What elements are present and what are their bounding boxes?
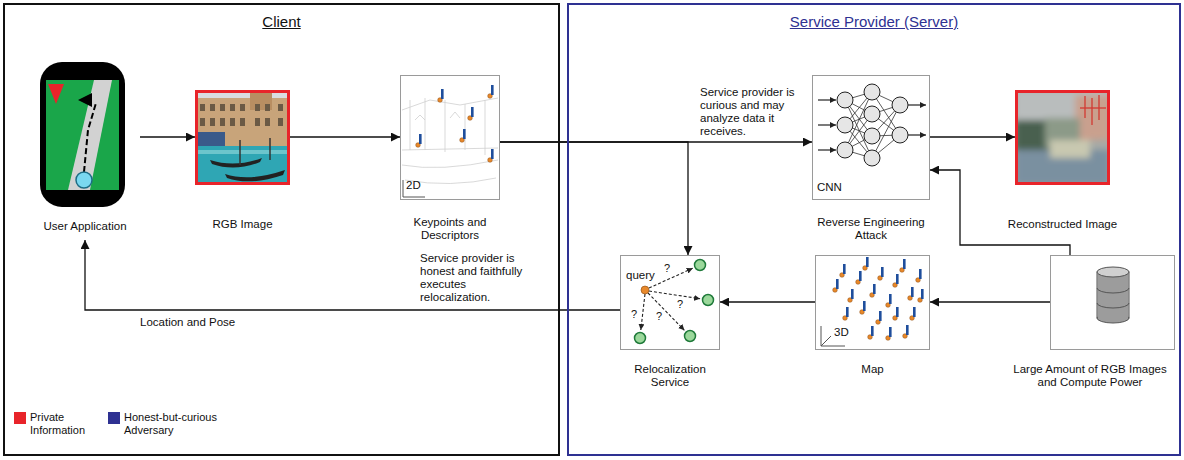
connector-arrow — [500, 142, 688, 255]
legend-swatch — [108, 412, 120, 424]
node-text: User Application — [30, 220, 140, 233]
node-text: ? — [663, 262, 671, 275]
node-text: Client — [5, 13, 558, 31]
connector-arrow — [720, 301, 815, 302]
node-text: ? — [655, 310, 663, 323]
legend-text: Private Information — [30, 411, 100, 437]
node-text: RGB Image — [178, 218, 308, 231]
node-text: ? — [630, 308, 638, 321]
node-text: 2D — [406, 179, 421, 192]
legend-swatch — [14, 412, 26, 424]
user-application: User Application — [30, 62, 140, 240]
3d-map-points — [821, 257, 924, 346]
client-panel: ClientUser ApplicationRGB ImageKeypoints… — [3, 3, 560, 456]
reconstructed-frame: Reconstructed Image — [1015, 90, 1110, 185]
database-box: Large Amount of RGB Images and Compute P… — [1050, 255, 1175, 350]
node-text: query — [626, 269, 655, 282]
node-text: ? — [676, 298, 684, 311]
connector-arrow — [290, 136, 400, 137]
rgb-image-frame: RGB Image — [195, 90, 290, 185]
database-icon — [1097, 267, 1129, 323]
node-text: CNN — [817, 181, 842, 194]
node-text: Keypoints and Descriptors — [403, 216, 498, 242]
phone-illustration — [40, 62, 125, 207]
node-text: 3D — [834, 326, 849, 339]
connector-arrow — [930, 301, 1050, 302]
free-label: Location and Pose — [140, 316, 235, 329]
map-box: 3DMap — [815, 255, 930, 350]
edge-label: Service provider is honest and faithfull… — [420, 252, 538, 304]
edge-label: Service provider is curious and may anal… — [700, 86, 808, 138]
connector-arrow — [140, 136, 195, 137]
venice-photo — [195, 90, 290, 185]
relocalization-box: query????Relocalization Service — [620, 255, 720, 350]
node-text: Service Provider (Server) — [569, 13, 1179, 31]
connector-arrow — [930, 136, 1015, 137]
node-text: Reconstructed Image — [998, 218, 1128, 231]
node-text: Map — [843, 363, 903, 376]
keypoint-sketch — [400, 75, 500, 200]
node-text: Large Amount of RGB Images and Compute P… — [1006, 363, 1174, 389]
server-panel: Service Provider (Server)CNNReverse Engi… — [567, 3, 1181, 456]
neural-network — [818, 84, 926, 166]
reconstructed-photo — [1018, 93, 1107, 182]
keypoint-box: Keypoints and Descriptors2D — [400, 75, 500, 200]
connector-arrow — [85, 240, 620, 310]
node-text: Reverse Engineering Attack — [815, 216, 927, 242]
node-text: Relocalization Service — [620, 363, 720, 389]
legend-text: Honest-but-curious Adversary — [124, 411, 236, 437]
cnn-box: CNNReverse Engineering Attack — [812, 75, 930, 200]
